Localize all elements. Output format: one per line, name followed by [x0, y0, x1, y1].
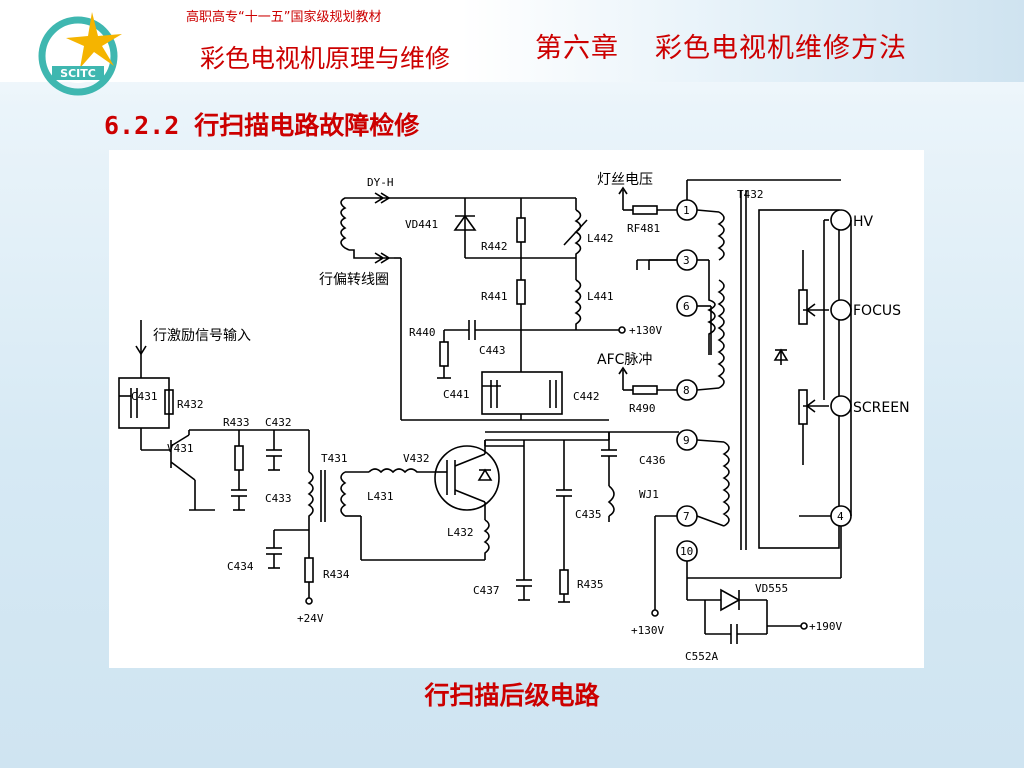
circuit-labels: DY-H VD441 R442 L442 灯丝电压 RF481 T432 HV …: [131, 172, 910, 663]
section-title: 6.2.2 行扫描电路故障检修: [104, 111, 420, 140]
label-l431: L431: [367, 490, 394, 503]
label-c441: C441: [443, 388, 470, 401]
label-vd555: VD555: [755, 582, 788, 595]
label-24v: +24V: [297, 612, 324, 625]
header-band: [0, 0, 1024, 82]
label-vd441: VD441: [405, 218, 438, 231]
diagram-caption: 行扫描后级电路: [424, 681, 600, 710]
label-v431: V431: [167, 442, 194, 455]
label-r442: R442: [481, 240, 508, 253]
label-focus: FOCUS: [853, 303, 901, 319]
label-r434: R434: [323, 568, 350, 581]
pin-3: 3: [683, 254, 690, 267]
label-c437: C437: [473, 584, 500, 597]
label-filament: 灯丝电压: [597, 172, 653, 188]
label-c433: C433: [265, 492, 292, 505]
label-yoke: 行偏转线圈: [319, 272, 389, 288]
label-hv: HV: [853, 214, 874, 230]
label-l442: L442: [587, 232, 614, 245]
label-v432: V432: [403, 452, 430, 465]
label-afc: AFC脉冲: [597, 352, 652, 368]
label-130v-bottom: +130V: [631, 624, 664, 637]
label-t432: T432: [737, 188, 764, 201]
pin-1: 1: [683, 204, 690, 217]
label-l432: L432: [447, 526, 474, 539]
label-l441: L441: [587, 290, 614, 303]
label-r432: R432: [177, 398, 204, 411]
label-r441: R441: [481, 290, 508, 303]
label-rf481: RF481: [627, 222, 660, 235]
label-c434: C434: [227, 560, 254, 573]
label-c436: C436: [639, 454, 666, 467]
scitc-logo-icon: SCITC: [38, 12, 122, 96]
label-c432: C432: [265, 416, 292, 429]
label-t431: T431: [321, 452, 348, 465]
label-c431: C431: [131, 390, 158, 403]
label-c552a: C552A: [685, 650, 718, 663]
chapter-heading: 第六章 彩色电视机维修方法: [535, 26, 907, 65]
label-drive-input: 行激励信号输入: [153, 327, 251, 344]
label-r433: R433: [223, 416, 250, 429]
series-title: 高职高专“十一五”国家级规划教材: [186, 10, 382, 25]
label-wj1: WJ1: [639, 488, 659, 501]
pin-4: 4: [837, 510, 844, 523]
label-r440: R440: [409, 326, 436, 339]
pin-8: 8: [683, 384, 690, 397]
label-r490: R490: [629, 402, 656, 415]
label-c442: C442: [573, 390, 600, 403]
label-c443: C443: [479, 344, 506, 357]
logo-text: SCITC: [60, 67, 96, 80]
label-190v: +190V: [809, 620, 842, 633]
book-title: 彩色电视机原理与维修: [199, 44, 450, 73]
pin-9: 9: [683, 434, 690, 447]
pin-10: 10: [680, 545, 693, 558]
label-r435: R435: [577, 578, 604, 591]
chapter-title: 彩色电视机维修方法: [655, 33, 907, 64]
circuit-diagram: DY-H VD441 R442 L442 灯丝电压 RF481 T432 HV …: [109, 150, 924, 668]
label-dyh: DY-H: [367, 176, 394, 189]
label-screen: SCREEN: [853, 400, 910, 416]
label-c435: C435: [575, 508, 602, 521]
chapter-number: 第六章: [535, 33, 619, 64]
pin-6: 6: [683, 300, 690, 313]
pin-7: 7: [683, 510, 690, 523]
label-130v-top: +130V: [629, 324, 662, 337]
circuit-svg: DY-H VD441 R442 L442 灯丝电压 RF481 T432 HV …: [118, 172, 910, 663]
